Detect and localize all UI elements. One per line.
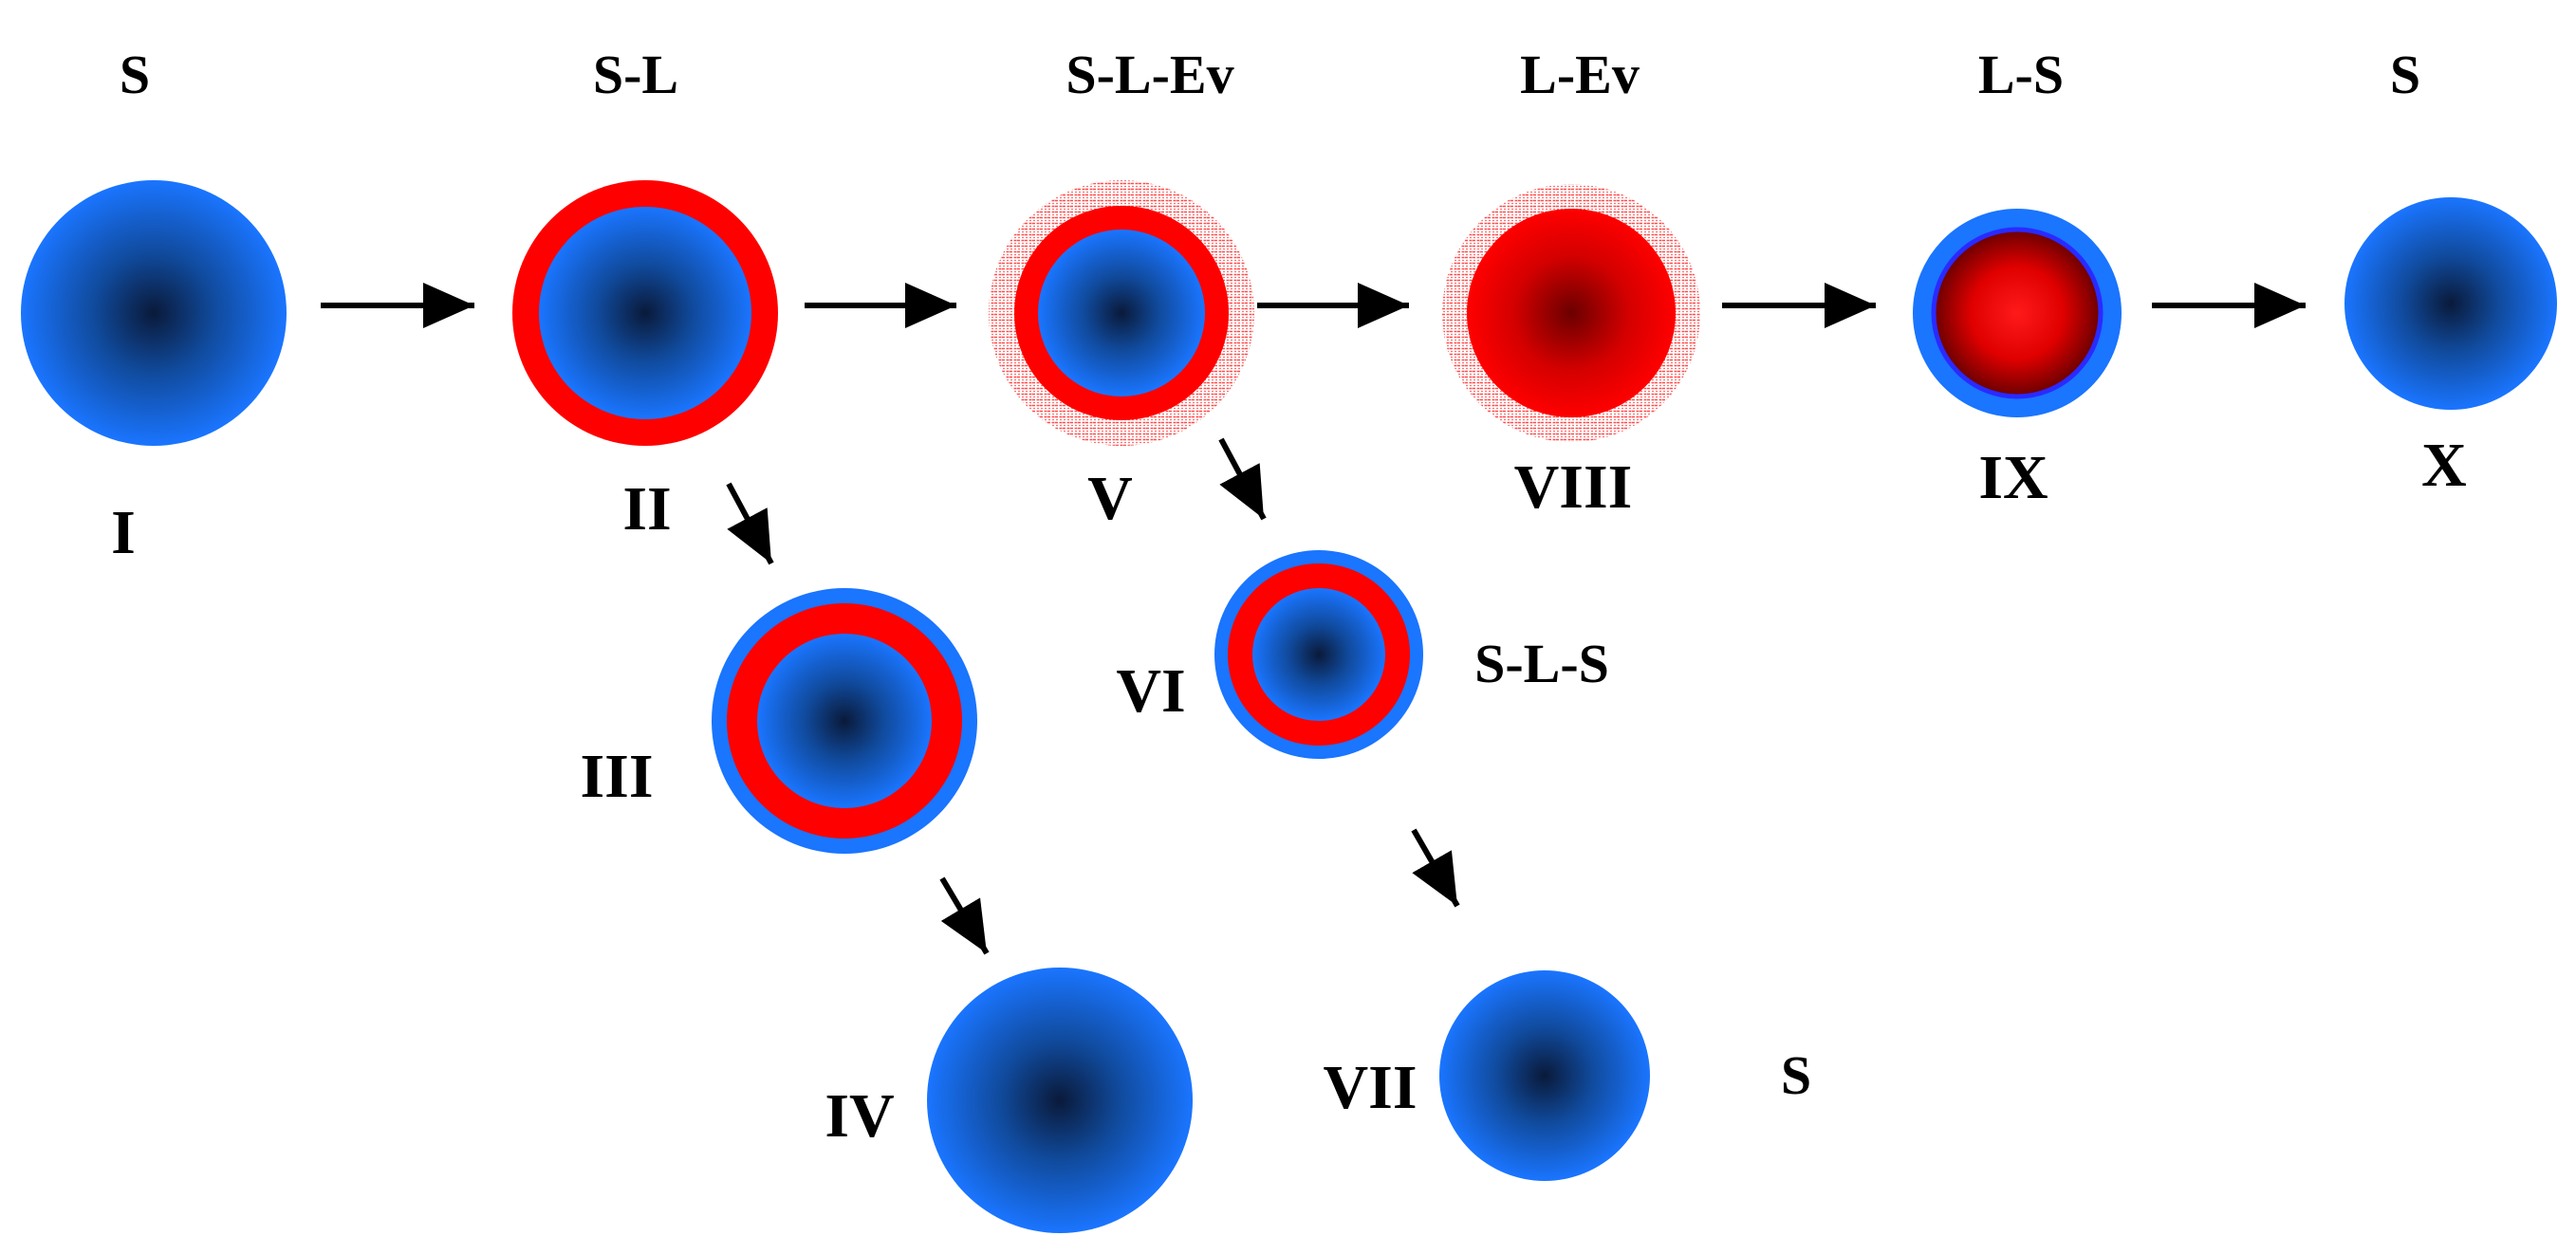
phase-label-ii: S-L xyxy=(593,44,678,105)
phase-label-v: S-L-Ev xyxy=(1066,44,1233,105)
stage-label-vii: VII xyxy=(1323,1053,1417,1122)
phase-label-vi: S-L-S xyxy=(1474,633,1609,694)
phase-label-vii: S xyxy=(1781,1044,1811,1106)
stage-label-ii: II xyxy=(622,474,671,544)
arrow-ii-to-iii xyxy=(726,482,774,565)
droplet-vi xyxy=(1214,550,1423,759)
phase-label-viii: L-Ev xyxy=(1520,44,1640,105)
droplet-ii xyxy=(512,180,778,446)
phase-label-ix: L-S xyxy=(1978,44,2064,105)
droplet-viii xyxy=(1442,184,1700,442)
droplet-iv xyxy=(927,968,1193,1233)
phase-label-x: S xyxy=(2390,44,2420,105)
stage-label-viii: VIII xyxy=(1514,452,1633,522)
droplet-v xyxy=(989,180,1254,446)
phase-label-i: S xyxy=(120,44,150,105)
stage-label-i: I xyxy=(111,498,136,567)
arrow-vi-to-vii xyxy=(1411,828,1460,908)
stage-label-x: X xyxy=(2421,431,2467,500)
droplet-iii xyxy=(712,588,977,854)
stage-label-iv: IV xyxy=(825,1081,894,1151)
stage-label-iii: III xyxy=(580,742,653,811)
stage-label-ix: IX xyxy=(1978,443,2048,512)
stage-label-vi: VI xyxy=(1116,656,1185,726)
arrow-v-to-vi xyxy=(1218,437,1267,521)
droplet-vii xyxy=(1439,970,1650,1181)
stage-label-v: V xyxy=(1087,464,1133,533)
droplet-x xyxy=(2344,197,2557,410)
droplet-i xyxy=(21,180,287,446)
droplet-ix xyxy=(1913,209,2122,417)
arrow-iii-to-iv xyxy=(939,876,990,955)
